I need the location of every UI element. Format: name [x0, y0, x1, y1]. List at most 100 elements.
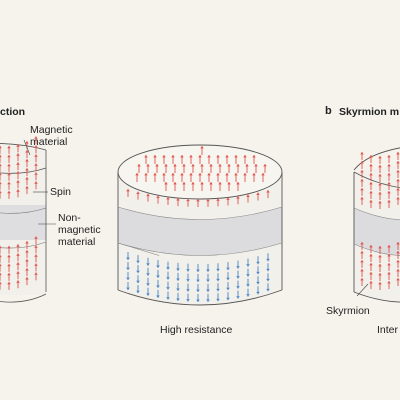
up-arrow-head — [360, 152, 364, 155]
up-arrow-head — [360, 278, 364, 281]
up-arrow-head — [246, 194, 250, 197]
down-arrow-head — [196, 299, 200, 302]
down-arrow-head — [246, 274, 250, 277]
up-arrow-head — [34, 263, 38, 266]
down-arrow-head — [126, 257, 130, 260]
up-arrow-head — [378, 174, 382, 177]
up-arrow-head — [236, 196, 240, 199]
up-arrow-head — [198, 173, 202, 176]
up-arrow-head — [378, 192, 382, 195]
up-arrow-head — [176, 198, 180, 201]
down-arrow-head — [266, 258, 270, 262]
up-arrow-head — [216, 155, 220, 158]
down-arrow-head — [206, 269, 210, 272]
up-arrow-head — [0, 263, 2, 267]
up-arrow-head — [245, 164, 249, 167]
down-arrow-head — [166, 277, 170, 280]
down-arrow-head — [236, 266, 240, 269]
up-arrow-head — [164, 182, 168, 185]
up-arrow-head — [360, 170, 364, 173]
up-arrow-head — [378, 264, 382, 267]
up-arrow-head — [135, 173, 139, 176]
up-arrow-head — [396, 269, 400, 272]
down-arrow-head — [156, 285, 160, 288]
up-arrow-head — [387, 191, 391, 194]
up-arrow-head — [171, 173, 175, 176]
down-arrow-head — [216, 298, 220, 302]
up-arrow-head — [25, 141, 29, 144]
down-arrow-head — [216, 278, 220, 282]
up-arrow-head — [146, 164, 150, 167]
down-arrow-head — [266, 268, 270, 272]
up-arrow-head — [236, 182, 240, 185]
up-arrow-head — [189, 155, 193, 158]
up-arrow-head — [206, 198, 210, 202]
up-arrow-head — [369, 281, 373, 284]
down-arrow-head — [226, 287, 230, 291]
down-arrow-head — [136, 280, 140, 284]
cylinder-left — [0, 136, 56, 303]
up-arrow-head — [34, 136, 38, 139]
up-arrow-head — [252, 155, 256, 158]
down-arrow-head — [266, 288, 270, 292]
up-arrow-head — [136, 191, 140, 194]
up-arrow-head — [16, 262, 20, 265]
up-arrow-head — [0, 190, 2, 194]
up-arrow-head — [0, 245, 2, 249]
up-arrow-head — [200, 182, 204, 185]
up-arrow-head — [7, 190, 11, 194]
up-arrow-head — [186, 198, 190, 202]
up-arrow-head — [189, 173, 193, 176]
up-arrow-head — [369, 263, 373, 266]
up-arrow-head — [396, 152, 400, 155]
up-arrow-head — [153, 173, 157, 176]
down-arrow-head — [166, 267, 170, 270]
up-arrow-head — [263, 164, 267, 167]
down-arrow-head — [236, 296, 240, 299]
down-arrow-head — [146, 273, 150, 276]
down-arrow-head — [146, 283, 150, 286]
down-arrow-head — [256, 261, 260, 265]
up-arrow-head — [225, 173, 229, 176]
down-arrow-head — [136, 260, 140, 264]
up-arrow-head — [7, 181, 11, 185]
up-arrow-head — [387, 245, 391, 248]
up-arrow-head — [396, 197, 400, 200]
up-arrow-head — [25, 268, 29, 271]
up-arrow-head — [387, 164, 391, 167]
down-arrow-head — [126, 277, 130, 280]
up-arrow-head — [180, 155, 184, 158]
up-arrow-head — [0, 272, 2, 276]
up-arrow-head — [34, 154, 38, 157]
up-arrow-head — [236, 164, 240, 167]
up-arrow-head — [360, 197, 364, 200]
up-arrow-head — [25, 241, 29, 244]
panel-a-title: ction — [0, 106, 26, 118]
up-arrow-head — [369, 272, 373, 275]
up-arrow-head — [369, 245, 373, 248]
up-arrow-head — [234, 155, 238, 158]
up-arrow-head — [16, 171, 20, 174]
down-arrow-head — [236, 276, 240, 279]
down-arrow-head — [256, 281, 260, 285]
down-arrow-head — [256, 291, 260, 295]
up-arrow-head — [164, 164, 168, 167]
up-arrow-head — [7, 172, 11, 176]
up-arrow-head — [378, 273, 382, 276]
up-arrow-head — [378, 255, 382, 258]
up-arrow-head — [7, 163, 11, 167]
up-arrow-head — [7, 281, 11, 285]
up-arrow-head — [256, 192, 260, 195]
down-arrow-head — [176, 288, 180, 291]
up-arrow-head — [182, 164, 186, 167]
up-arrow-head — [0, 154, 2, 158]
up-arrow-head — [0, 254, 2, 258]
up-arrow-head — [378, 165, 382, 168]
down-arrow-head — [146, 293, 150, 296]
up-arrow-head — [34, 245, 38, 248]
up-arrow-head — [16, 162, 20, 165]
spacer-layer-middle — [118, 207, 282, 256]
up-arrow-head — [34, 163, 38, 166]
panel-b-title: Skyrmion m — [339, 106, 400, 118]
down-arrow-head — [206, 289, 210, 292]
